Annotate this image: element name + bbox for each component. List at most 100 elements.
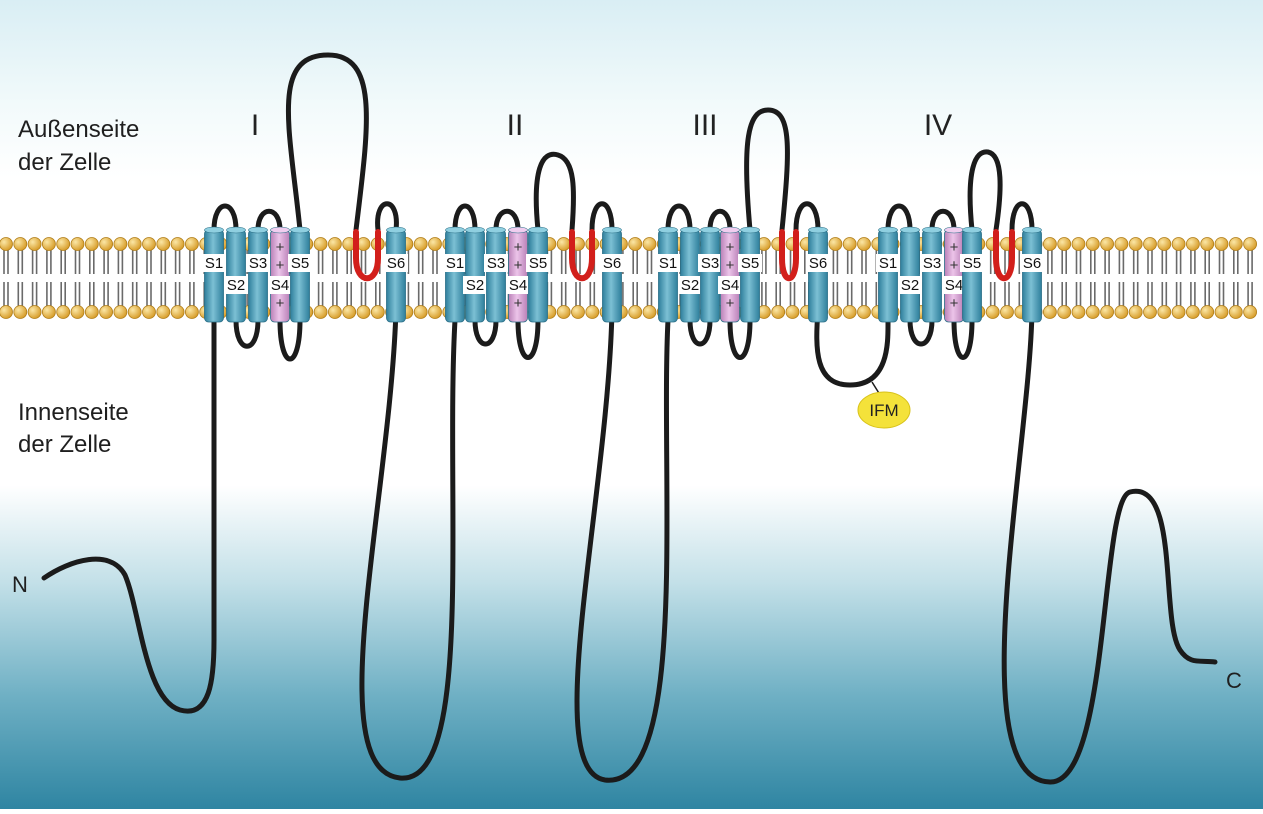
lipid-head bbox=[1215, 306, 1228, 319]
helix-body bbox=[529, 230, 548, 322]
lipid-head bbox=[314, 306, 327, 319]
lipid-head bbox=[557, 238, 570, 251]
lipid-head bbox=[1229, 238, 1242, 251]
segment-label-s1: S1 bbox=[659, 255, 677, 272]
helix-cap bbox=[387, 227, 406, 233]
positive-charge: + bbox=[276, 257, 285, 274]
lipid-head bbox=[1244, 238, 1257, 251]
domain-2-helix-s2: S2 bbox=[463, 227, 487, 322]
helix-cap bbox=[227, 227, 246, 233]
lipid-head bbox=[42, 238, 55, 251]
lipid-head bbox=[185, 306, 198, 319]
lipid-head bbox=[100, 238, 113, 251]
domain-numeral-1: I bbox=[251, 109, 259, 142]
lipid-head bbox=[843, 238, 856, 251]
n-terminus-label: N bbox=[12, 572, 28, 597]
lipid-head bbox=[28, 306, 41, 319]
lipid-head bbox=[0, 306, 13, 319]
outside-label-line1: Außenseite bbox=[18, 116, 139, 143]
lipid-head bbox=[100, 306, 113, 319]
segment-label-s3: S3 bbox=[701, 255, 719, 272]
segment-label-s3: S3 bbox=[923, 255, 941, 272]
lipid-head bbox=[42, 306, 55, 319]
domain-4-helix-s6: S6 bbox=[1020, 227, 1044, 322]
helix-body bbox=[701, 230, 720, 322]
lipid-head bbox=[328, 238, 341, 251]
domain-2-helix-s1: S1 bbox=[443, 227, 467, 322]
lipid-head bbox=[171, 306, 184, 319]
positive-charge: + bbox=[950, 257, 959, 274]
domain-1-helix-s2: S2 bbox=[224, 227, 248, 322]
segment-label-s2: S2 bbox=[227, 277, 245, 294]
segment-label-s3: S3 bbox=[249, 255, 267, 272]
domain-3-helix-s3: S3 bbox=[698, 227, 722, 322]
segment-label-s5: S5 bbox=[291, 255, 309, 272]
domain-1-helix-s3: S3 bbox=[246, 227, 270, 322]
lipid-head bbox=[57, 306, 70, 319]
lipid-head bbox=[629, 238, 642, 251]
helix-cap bbox=[249, 227, 268, 233]
helix-cap bbox=[466, 227, 485, 233]
domain-1-helix-s1: S1 bbox=[202, 227, 226, 322]
domain-1-helix-s4: +++S4 bbox=[268, 227, 292, 322]
helix-cap bbox=[487, 227, 506, 233]
lipid-head bbox=[157, 238, 170, 251]
positive-charge: + bbox=[726, 257, 735, 274]
positive-charge: + bbox=[514, 257, 523, 274]
ifm-label: IFM bbox=[869, 401, 898, 420]
lipid-head bbox=[71, 306, 84, 319]
lipid-head bbox=[786, 306, 799, 319]
domain-4-helix-s3: S3 bbox=[920, 227, 944, 322]
lipid-head bbox=[143, 306, 156, 319]
lipid-head bbox=[1101, 238, 1114, 251]
domain-2-helix-s4: +++S4 bbox=[506, 227, 530, 322]
lipid-head bbox=[14, 306, 27, 319]
segment-label-s2: S2 bbox=[901, 277, 919, 294]
lipid-head bbox=[157, 306, 170, 319]
segment-label-s5: S5 bbox=[529, 255, 547, 272]
lipid-head bbox=[1129, 306, 1142, 319]
lipid-head bbox=[572, 306, 585, 319]
helix-body bbox=[923, 230, 942, 322]
lipid-head bbox=[1086, 238, 1099, 251]
domain-1-helix-s5: S5 bbox=[288, 227, 312, 322]
lipid-head bbox=[185, 238, 198, 251]
lipid-head bbox=[343, 306, 356, 319]
lipid-head bbox=[328, 306, 341, 319]
lipid-head bbox=[1086, 306, 1099, 319]
positive-charge: + bbox=[950, 295, 959, 312]
lipid-head bbox=[1158, 238, 1171, 251]
lipid-head bbox=[1186, 238, 1199, 251]
domain-numeral-4: IV bbox=[924, 109, 952, 142]
helix-cap bbox=[529, 227, 548, 233]
lipid-head bbox=[1201, 306, 1214, 319]
helix-cap bbox=[1023, 227, 1042, 233]
lipid-head bbox=[171, 238, 184, 251]
lipid-head bbox=[1115, 238, 1128, 251]
lipid-head bbox=[1229, 306, 1242, 319]
positive-charge: + bbox=[514, 295, 523, 312]
lipid-head bbox=[858, 238, 871, 251]
segment-label-s3: S3 bbox=[487, 255, 505, 272]
lipid-head bbox=[14, 238, 27, 251]
lipid-head bbox=[1129, 238, 1142, 251]
domain-3-helix-s2: S2 bbox=[678, 227, 702, 322]
segment-label-s1: S1 bbox=[205, 255, 223, 272]
segment-label-s5: S5 bbox=[963, 255, 981, 272]
lipid-head bbox=[114, 306, 127, 319]
domain-numeral-2: II bbox=[507, 109, 524, 142]
segment-label-s2: S2 bbox=[466, 277, 484, 294]
lipid-head bbox=[1058, 306, 1071, 319]
helix-cap bbox=[945, 227, 964, 233]
lipid-head bbox=[1072, 238, 1085, 251]
lipid-head bbox=[829, 238, 842, 251]
helix-cap bbox=[809, 227, 828, 233]
lipid-head bbox=[414, 306, 427, 319]
domain-3-helix-s4: +++S4 bbox=[718, 227, 742, 322]
helix-cap bbox=[701, 227, 720, 233]
segment-label-s1: S1 bbox=[446, 255, 464, 272]
segment-label-s1: S1 bbox=[879, 255, 897, 272]
segment-label-s5: S5 bbox=[741, 255, 759, 272]
domain-3-helix-s1: S1 bbox=[656, 227, 680, 322]
